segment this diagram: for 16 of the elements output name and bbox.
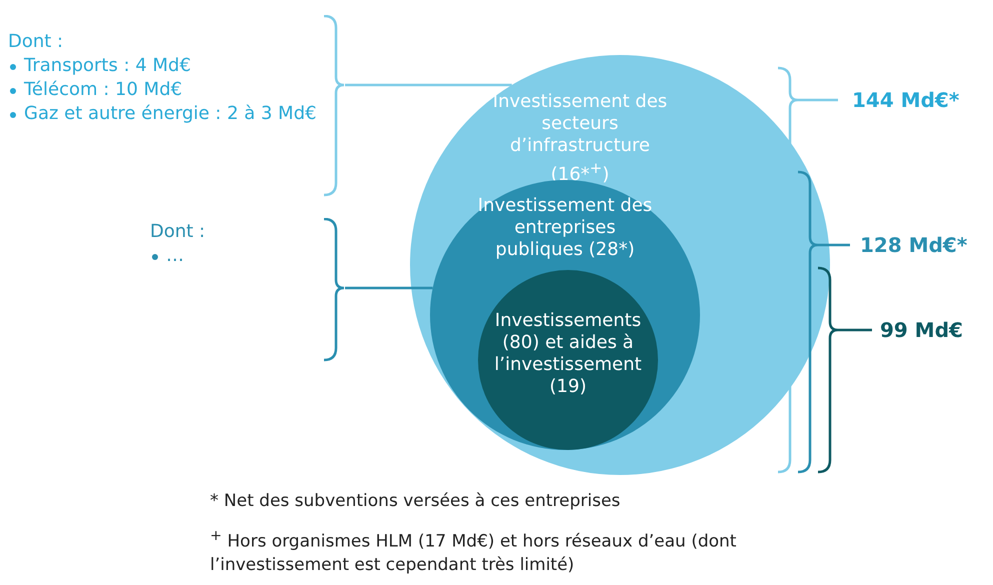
circle-label: Investissement des entreprises publiques (28*) <box>476 195 654 261</box>
heading-text: Dont : <box>8 30 64 54</box>
list-item: Gaz et autre énergie : 2 à 3 Md€ <box>24 103 316 124</box>
list-item: Télécom : 10 Md€ <box>24 79 182 100</box>
circle-label: Investissements (80) et aides à l’investissement (19) <box>493 310 643 398</box>
heading-text: Dont : <box>150 220 206 244</box>
list-item: … <box>166 245 184 266</box>
circle-label: Investissement des secteurs d’infrastructure (16*$^{+}$) <box>492 91 668 186</box>
value-label: 99 Md€ <box>880 318 963 342</box>
value-label: 128 Md€* <box>860 233 968 257</box>
footnote: * Net des subventions versées à ces entreprises <box>210 490 622 513</box>
connector-line <box>345 84 512 86</box>
connector-line <box>345 286 433 290</box>
list-item: Transports : 4 Md€ <box>24 55 191 76</box>
footnote: $^{+}$ Hors organismes HLM (17 Md€) et hors réseaux d’eau (dont l’investissement est cependant très limité) <box>210 527 738 577</box>
value-label: 144 Md€* <box>852 88 960 112</box>
